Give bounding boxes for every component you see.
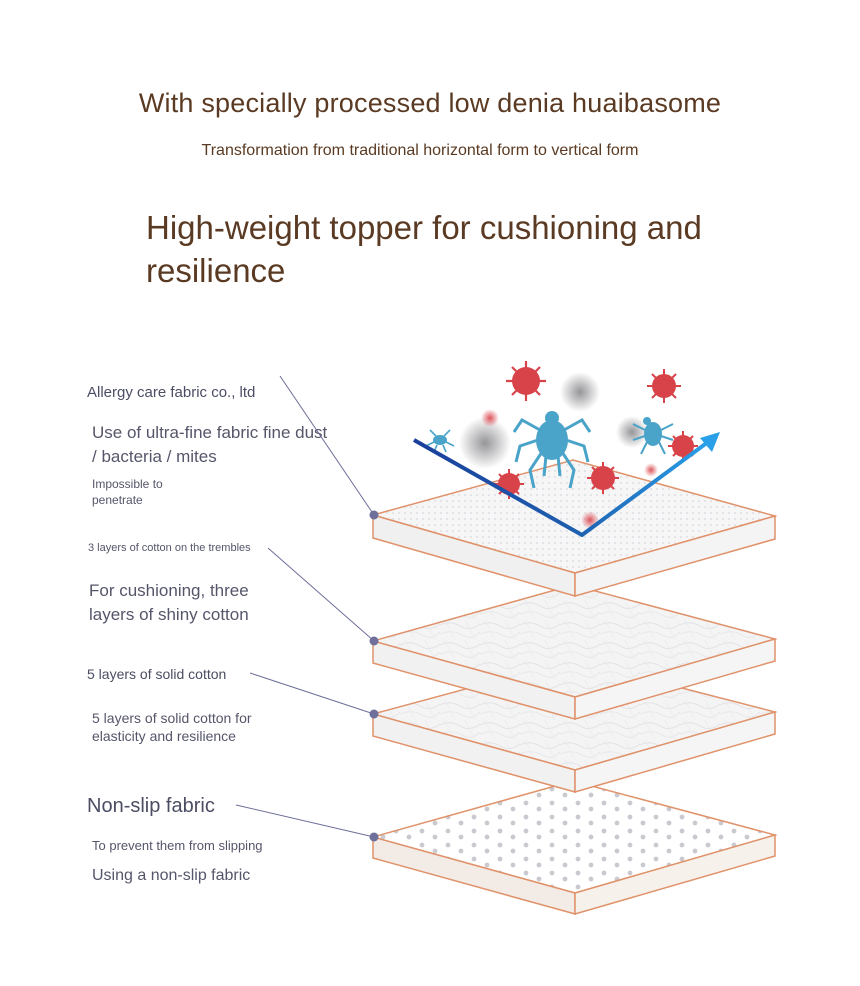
layer2-slab (370, 584, 778, 720)
layer1-desc: Use of ultra-fine fabric fine dust / bac… (92, 423, 328, 466)
dust-particle-icon (459, 417, 511, 469)
leader-dot-3 (369, 709, 379, 719)
virus-icon (506, 361, 546, 401)
layer4-note: Using a non-slip fabric (92, 867, 251, 884)
layer4-slab (370, 780, 778, 915)
mite-icon (512, 411, 592, 489)
virus-icon (668, 431, 698, 461)
arrow-head-icon (700, 432, 720, 452)
bacteria-icon (644, 463, 658, 477)
layer4-desc: To prevent them from slipping (92, 838, 263, 853)
layer1-title: Allergy care fabric co., ltd (87, 384, 256, 401)
layer1-note: Impossible to penetrate (92, 477, 163, 507)
mite-icon (632, 417, 674, 455)
leader-line-4 (235, 804, 375, 838)
layer3-desc: 5 layers of solid cotton for elasticity … (92, 710, 252, 744)
protection-arrow (413, 432, 720, 537)
layer4-title: Non-slip fabric (87, 795, 215, 817)
bacteria-icon (481, 409, 499, 427)
leader-line-1 (279, 375, 375, 516)
layer2-title: 3 layers of cotton on the trembles (88, 542, 251, 554)
leader-line-3 (249, 672, 375, 715)
page-title: With specially processed low denia huaib… (138, 88, 722, 118)
headline: High-weight topper for cushioning and re… (146, 209, 702, 289)
virus-icon (587, 462, 619, 494)
virus-icon (647, 369, 681, 403)
dust-particle-icon (560, 372, 600, 412)
leader-dot-4 (369, 832, 379, 842)
leader-lines (235, 375, 375, 838)
leader-line-2 (267, 547, 375, 642)
leader-dot-1 (369, 510, 379, 520)
dust-particle-icon (616, 416, 648, 448)
page-subtitle: Transformation from traditional horizont… (201, 142, 639, 159)
leader-dot-2 (369, 636, 379, 646)
layer3-title: 5 layers of solid cotton (87, 666, 227, 682)
layer1-slab (370, 459, 778, 597)
layer2-desc: For cushioning, three layers of shiny co… (89, 581, 249, 624)
